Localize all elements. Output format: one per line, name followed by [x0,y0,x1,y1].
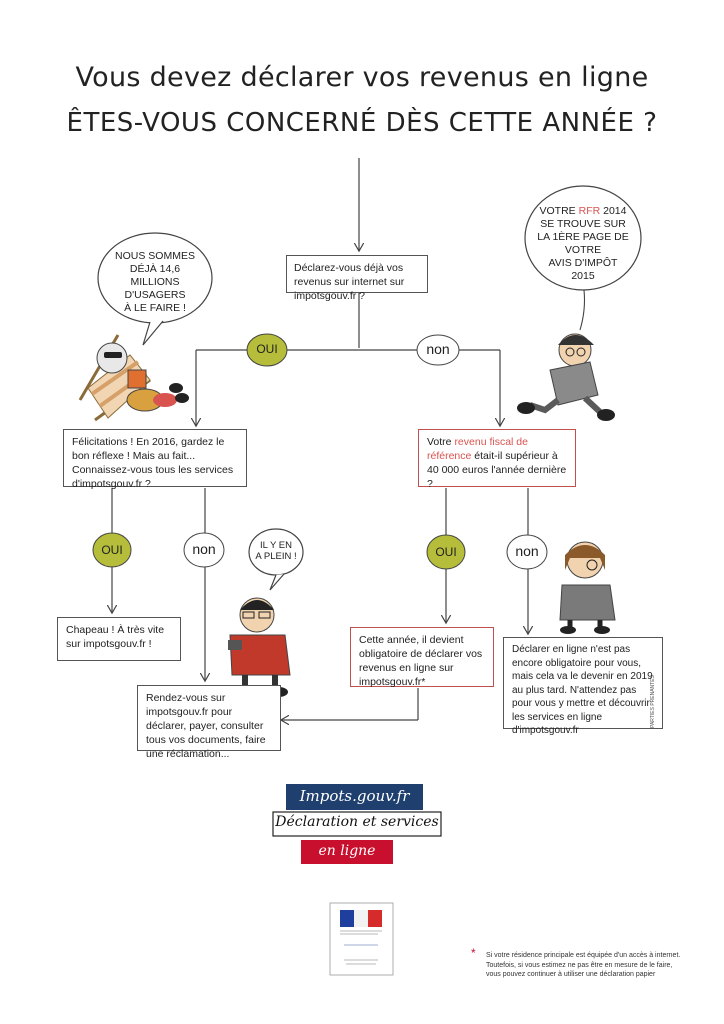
impots-gouv-logo-shapes [272,784,442,864]
rfr-question-suffix: était-il supérieur à 40 000 euros l'anné… [427,450,567,490]
rfr-question-highlight: revenu fiscal de référence [427,436,528,462]
logo-line-2: Déclaration et services [275,814,439,830]
right-bubble-line: SE TROUVE SUR [540,218,626,230]
non-left-circle [183,532,225,568]
felicitations-box: Félicitations ! En 2016, gardez le bon r… [63,429,247,490]
rendez-vous-box: Rendez-vous sur impotsgouv.fr pour décla… [137,685,281,760]
phone-man-illustration [228,597,291,697]
chapeau-text: Chapeau ! À très vite sur impotsgouv.fr … [66,624,165,650]
non-top-circle [416,334,460,366]
right-bubble-text: VOTRE RFR 2014 SE TROUVE SUR LA 1ÈRE PAG… [530,205,636,283]
right-speech-bubble [524,185,642,291]
left-bubble-line: D'USAGERS [124,289,186,301]
rendez-vous-text: Rendez-vous sur impotsgouv.fr pour décla… [146,692,266,760]
right-bubble-line: AVIS D'IMPÔT [548,257,618,269]
oui-right-circle [426,534,466,570]
logo-line-3: en ligne [318,843,376,859]
start-question-box: Déclarez-vous déjà vos revenus sur inter… [286,255,428,302]
oui-top-label: OUI [256,342,278,356]
footnote: Si votre résidence principale est équipé… [486,951,716,980]
side-credit: PARTIES PRENANTES [650,675,656,728]
obligatoire-box: Cette année, il devient obligatoire de d… [350,627,494,688]
left-bubble-line: DÉJÀ 14,6 MILLIONS [129,263,181,288]
footnote-line: Toutefois, si vous estimez ne pas être e… [486,961,673,969]
footnote-star-mark: * [471,946,476,960]
obligatoire-text: Cette année, il devient obligatoire de d… [359,634,483,688]
right-bubble-suffix: 2014 [600,205,627,217]
oui-left-circle [92,532,132,568]
right-bubble-line: VOTRE RFR 2014 [530,205,636,218]
title-line-2: ÊTES-VOUS CONCERNÉ DÈS CETTE ANNÉE ? [66,108,658,138]
start-question-text: Déclarez-vous déjà vos revenus sur inter… [294,262,405,302]
footnote-line: vous pouvez continuer à utiliser une déc… [486,971,656,978]
republique-logo [329,902,394,976]
oui-left-label: OUI [101,543,123,557]
non-right-label: non [515,543,539,559]
right-bubble-prefix: VOTRE [539,205,579,217]
footnote-line: Si votre résidence principale est équipé… [486,952,681,959]
right-bubble-line: 2015 [571,270,595,282]
logo-line-1: Impots.gouv.fr [299,787,410,805]
rfr-highlight: RFR [578,205,601,217]
non-top-label: non [426,341,450,357]
grandmother-illustration [78,334,189,422]
title-line-1: Vous devez déclarer vos revenus en ligne [75,62,649,93]
non-right-circle [506,534,548,570]
pas-encore-text: Déclarer en ligne n'est pas encore oblig… [512,644,653,736]
oui-top-circle [246,333,288,367]
left-bubble-line: À LE FAIRE ! [124,302,186,314]
small-bubble-line: IL Y EN [259,540,293,551]
left-bubble-text: NOUS SOMMES DÉJÀ 14,6 MILLIONS D'USAGERS… [105,250,205,315]
small-bubble-text: IL Y EN A PLEIN ! [252,540,300,562]
felicitations-text: Félicitations ! En 2016, gardez le bon r… [72,436,234,490]
oui-right-label: OUI [435,545,457,559]
left-bubble-line: NOUS SOMMES [115,250,195,262]
running-man-illustration [517,333,615,421]
pas-encore-box: Déclarer en ligne n'est pas encore oblig… [503,637,663,736]
rfr-question-prefix: Votre [427,436,455,448]
non-left-label: non [192,541,216,557]
small-bubble-line: A PLEIN ! [255,551,297,562]
rfr-question-box: Votre revenu fiscal de référence était-i… [418,429,576,490]
chapeau-box: Chapeau ! À très vite sur impotsgouv.fr … [57,617,181,661]
right-bubble-line: LA 1ÈRE PAGE DE VOTRE [537,231,629,256]
woman-illustration [559,541,616,634]
